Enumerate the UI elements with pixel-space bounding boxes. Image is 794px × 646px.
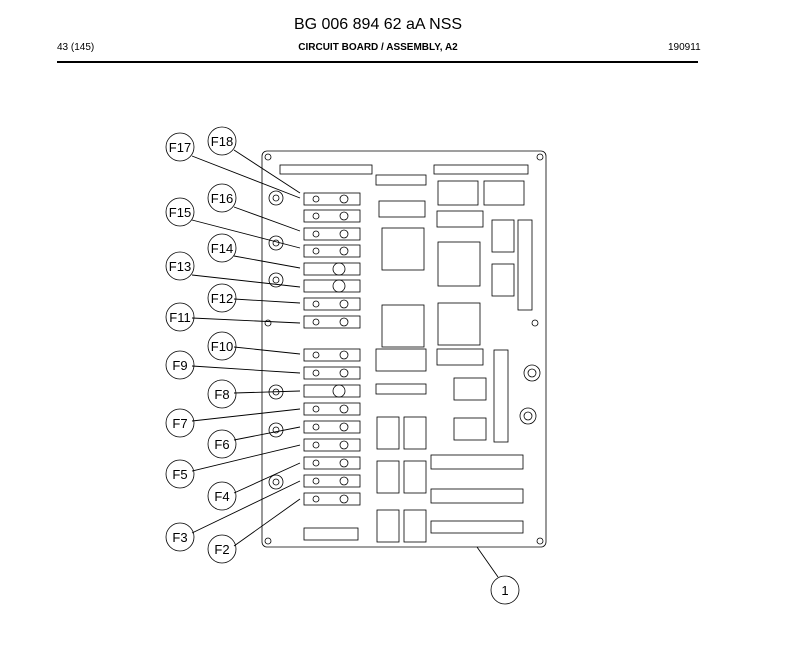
callout-f16: F16 <box>207 183 237 213</box>
callout-f4-label: F4 <box>214 489 229 504</box>
callout-f12-label: F12 <box>211 291 233 306</box>
callout-f12: F12 <box>207 283 237 313</box>
callout-f8-label: F8 <box>214 387 229 402</box>
callout-f3: F3 <box>165 522 195 552</box>
callout-f6-label: F6 <box>214 437 229 452</box>
relays <box>376 219 541 543</box>
document-subtitle: CIRCUIT BOARD / ASSEMBLY, A2 <box>298 42 458 53</box>
callout-f14-label: F14 <box>211 241 233 256</box>
callout-f2: F2 <box>207 534 237 564</box>
callout-f6: F6 <box>207 429 237 459</box>
circuit-board <box>261 150 547 548</box>
callout-f2-label: F2 <box>214 542 229 557</box>
leader-lines <box>191 149 499 578</box>
header-rule <box>57 61 698 63</box>
callout-f5: F5 <box>165 459 195 489</box>
callout-f11-label: F11 <box>169 310 190 325</box>
callout-f14: F14 <box>207 233 237 263</box>
connectors <box>279 164 533 541</box>
document-title: BG 006 894 62 aA NSS <box>293 16 463 33</box>
callout-f5-label: F5 <box>172 467 187 482</box>
callout-f3-label: F3 <box>172 530 187 545</box>
page-number: 43 (145) <box>57 42 95 53</box>
callout-f7: F7 <box>165 408 195 438</box>
callout-f17: F17 <box>165 132 195 162</box>
callout-f11: F11 <box>165 302 195 332</box>
callout-f13: F13 <box>165 251 195 281</box>
callout-f10-label: F10 <box>211 339 233 354</box>
callout-f16-label: F16 <box>211 191 233 206</box>
callout-f17-label: F17 <box>169 140 191 155</box>
callout-f18: F18 <box>207 126 237 156</box>
callout-item-1: 1 <box>490 575 520 605</box>
callout-f10: F10 <box>207 331 237 361</box>
callout-f15: F15 <box>165 197 195 227</box>
callout-f4: F4 <box>207 481 237 511</box>
callout-f8: F8 <box>207 379 237 409</box>
spare-fuse-bosses <box>268 190 284 490</box>
document-date: 190911 <box>668 42 701 53</box>
callout-f9-label: F9 <box>172 358 187 373</box>
callout-f13-label: F13 <box>169 259 191 274</box>
callout-f9: F9 <box>165 350 195 380</box>
callout-f7-label: F7 <box>172 416 187 431</box>
fuse-holders <box>303 192 361 506</box>
callout-f18-label: F18 <box>211 134 233 149</box>
callout-item-1-label: 1 <box>501 583 508 598</box>
callout-f15-label: F15 <box>169 205 191 220</box>
